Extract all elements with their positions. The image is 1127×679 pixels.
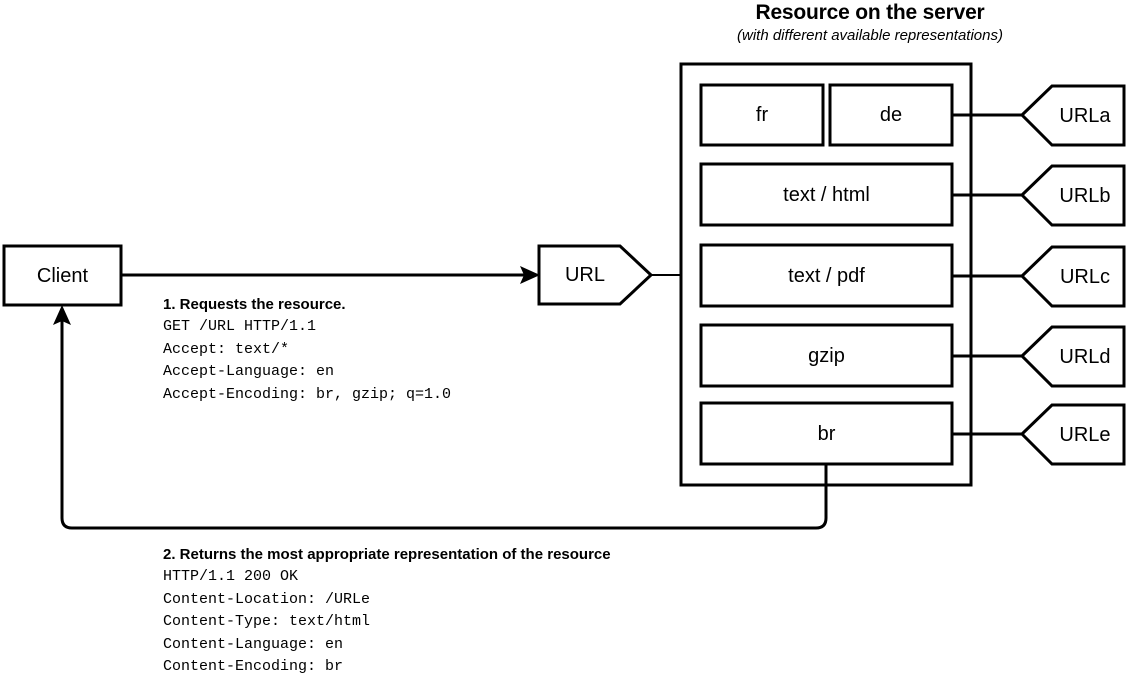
rep-cell-br-label: br [817,422,836,445]
response-header-line: HTTP/1.1 200 OK [163,568,299,585]
response-header-line: Content-Language: en [163,635,344,653]
server-heading-group: Resource on the server (with different a… [660,0,1080,46]
request-step-title: 1. Requests the resource. [163,296,346,313]
request-arrow-head [520,266,540,284]
client-label: Client [36,264,89,287]
response-annotation: 2. Returns the most appropriate represen… [163,544,611,679]
url-tag-a-label: URLa [1059,104,1111,127]
url-tag-label: URL [564,264,605,286]
request-header-line: Accept-Encoding: br, gzip; q=1.0 [163,385,452,403]
request-header-line: GET /URL HTTP/1.1 [163,318,317,335]
url-tag-e-label: URLe [1059,423,1111,446]
url-tag-d-label: URLd [1059,345,1111,368]
response-arrow-head [53,305,71,325]
rep-cell-text-html-label: text / html [783,183,870,206]
response-step-title: 2. Returns the most appropriate represen… [163,546,611,563]
response-header-line: Content-Type: text/html [163,613,371,630]
request-header-line: Accept-Language: en [163,363,335,380]
rep-cell-de-label: de [879,104,903,126]
server-heading-title: Resource on the server [755,1,985,24]
rep-cell-gzip-label: gzip [808,344,845,367]
rep-cell-fr-label: fr [755,104,769,126]
rep-cell-text-pdf-label: text / pdf [788,264,865,287]
server-heading-subtitle: (with different available representation… [737,27,1003,44]
response-header-line: Content-Encoding: br [163,658,344,675]
url-tag-c-label: URLc [1059,265,1110,288]
request-annotation: 1. Requests the resource. GET /URL HTTP/… [163,294,451,406]
request-header-line: Accept: text/* [163,340,290,358]
response-header-line: Content-Location: /URLe [163,590,371,608]
url-tag-b-label: URLb [1059,184,1111,207]
